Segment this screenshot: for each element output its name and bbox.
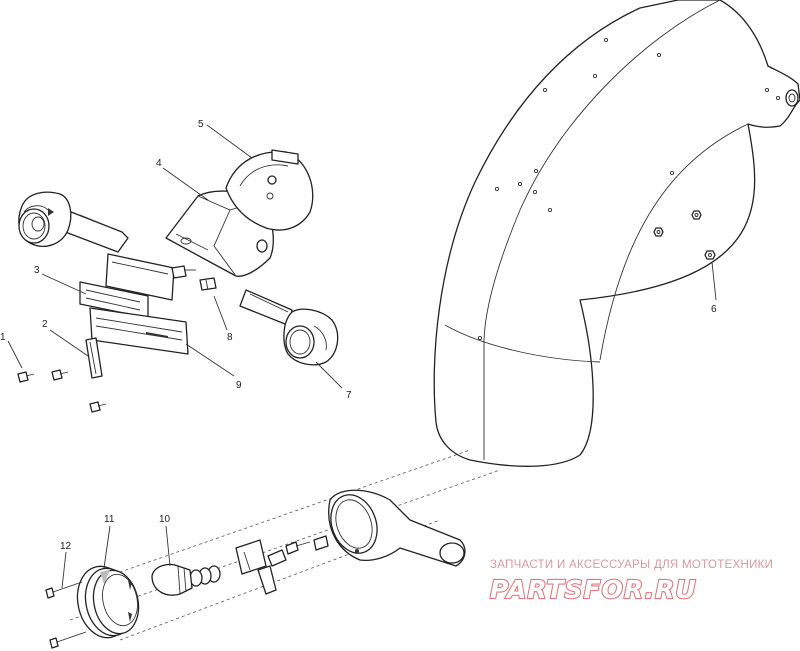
plate-9: [89, 307, 189, 355]
bulb-10: [151, 563, 193, 596]
bolt-8-group: [171, 265, 217, 291]
callout-11: 11: [104, 514, 115, 525]
screw-1-group: [17, 369, 107, 413]
plate-bracket-3: [79, 253, 175, 319]
clip-2: [85, 337, 103, 379]
watermark: ЗАПЧАСТИ И АКСЕССУАРЫ ДЛЯ МОТОТЕХНИКИ PA…: [489, 559, 773, 605]
callout-5: 5: [198, 119, 204, 130]
callout-6: 6: [711, 304, 717, 315]
callout-8: 8: [227, 332, 233, 343]
right-turn-signal-7: [239, 289, 339, 366]
callout-4: 4: [156, 158, 162, 169]
left-turn-signal: [18, 191, 129, 253]
fender-mounting-holes: [477, 37, 781, 341]
exploded-turn-signal: [45, 449, 501, 649]
callout-9: 9: [236, 380, 242, 391]
callout-labels: 1 2 3 4 5 6 7 8 9 10 11 12: [0, 119, 717, 552]
callout-7: 7: [346, 390, 352, 401]
rear-fender: [433, 0, 800, 467]
callout-12: 12: [60, 541, 72, 552]
lens-11: [76, 565, 140, 639]
lens-cover-5: [225, 149, 314, 231]
callout-1: 1: [0, 332, 6, 343]
watermark-subtitle: ЗАПЧАСТИ И АКСЕССУАРЫ ДЛЯ МОТОТЕХНИКИ: [490, 559, 773, 571]
nut-6-group: [653, 210, 716, 260]
callout-10: 10: [159, 514, 171, 525]
callout-2: 2: [42, 319, 48, 330]
leader-lines: [7, 124, 717, 589]
watermark-brand: PARTSFOR.RU: [490, 575, 697, 604]
screws-12: [45, 581, 87, 649]
callout-3: 3: [34, 265, 40, 276]
